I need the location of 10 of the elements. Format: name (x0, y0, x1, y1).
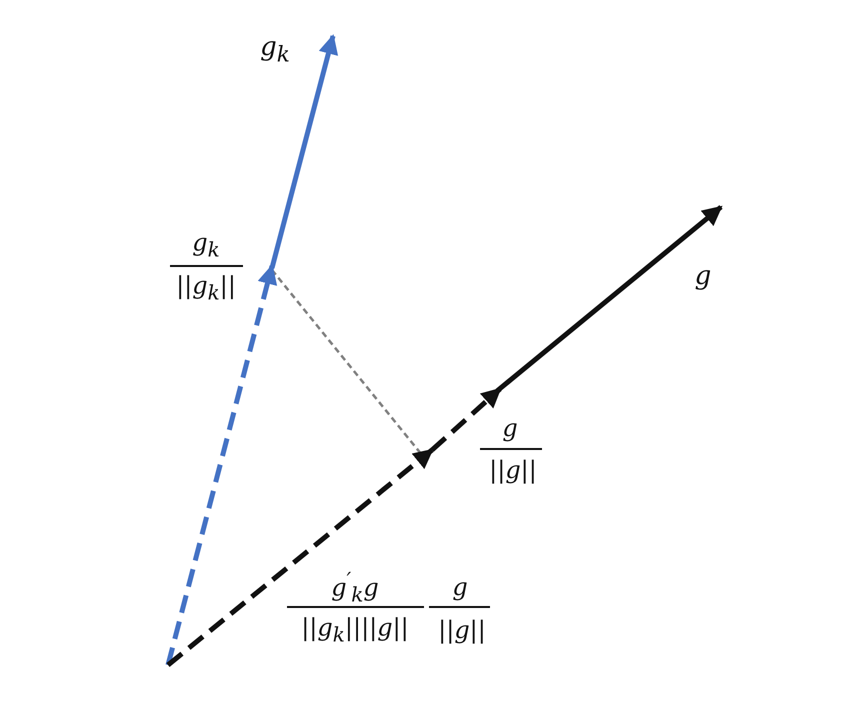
math-label: g$_{k}$ (192, 230, 220, 260)
math-label: g (452, 575, 468, 599)
math-label: ||g$_{k}$|| (176, 274, 236, 302)
math-label: ||g|| (438, 618, 486, 642)
math-label: ||g$_{k}$||||g|| (301, 616, 409, 644)
math-label: g$^{′}$$_{k}$g (331, 570, 379, 604)
math-label: g$_{k}$ (260, 34, 290, 66)
math-label: ||g|| (489, 458, 537, 482)
math-label: g (694, 263, 712, 289)
math-label: g (502, 416, 518, 440)
